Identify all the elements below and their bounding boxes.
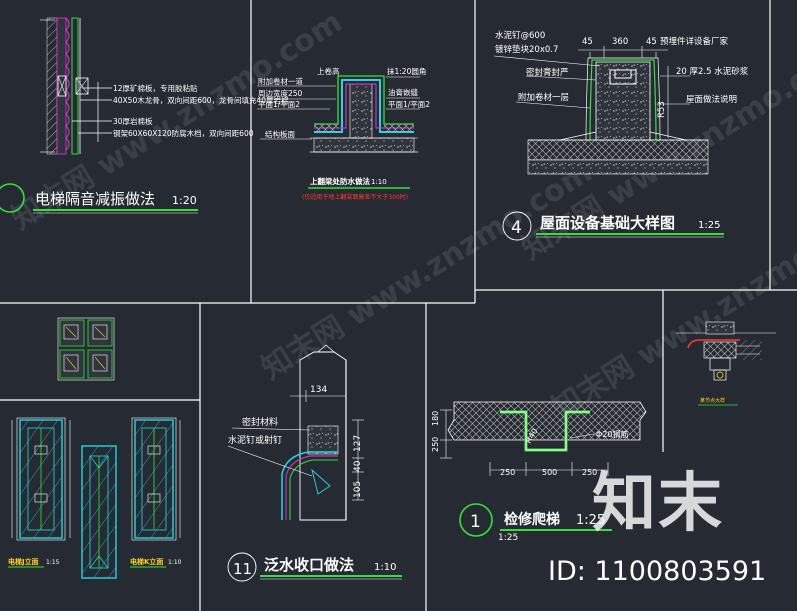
detail-note: (仅适用于地上翻梁面高差不大于300时) — [302, 193, 408, 201]
panel-upturned-beam-waterproofing: 上卷高 抹1:20圆角 附加卷材一道 周边宽度250 平面1/平面2 油膏嵌缝 … — [257, 66, 430, 201]
leader-lines — [493, 55, 690, 109]
dim-top: 134 — [310, 385, 327, 395]
detail-number-circle — [227, 552, 257, 582]
label-right-2: 平面1/平面2 — [388, 100, 430, 109]
detail-title: 检修爬梯 — [504, 511, 560, 528]
elevation-label-right: 电梯K立面 — [130, 557, 163, 566]
detail-scale: 1:25 — [576, 513, 605, 528]
label-top-1: 上卷高 — [317, 66, 340, 76]
label-bottom: 结构板面 — [265, 129, 295, 139]
detail-title: 屋面设备基础大样图 — [540, 214, 675, 232]
layer-label-2: 40X50木龙骨，双向间距600，龙骨间填充40厚岩棉 — [113, 95, 289, 105]
label-left-2: 周边宽度250 — [258, 88, 303, 98]
watermark-id: ID: 1100803591 — [548, 556, 767, 587]
watermark-text: 知末网 www.znzmo.com — [256, 155, 599, 387]
detail-scale: 1:10 — [371, 178, 387, 186]
elevation-scale-left: 1:15 — [46, 559, 60, 566]
detail-number-circle — [0, 183, 25, 213]
dim-bottom-3: 250 — [582, 468, 597, 477]
label-right-3: 屋面做法说明 — [686, 94, 737, 105]
panel-elevator-sound-insulation: 12厚矿棉板，专用胶粘贴 40X50木龙骨，双向间距600，龙骨间填充40厚岩棉… — [0, 17, 289, 214]
label-right-1: 预埋件详设备厂家 — [660, 36, 729, 47]
detail-title: 泛水收口做法 — [264, 556, 354, 574]
dim-vertical-2: 40 — [353, 460, 363, 472]
label-left-3: 密封膏封严 — [526, 67, 569, 78]
beam-section-graphic — [310, 75, 418, 153]
detail-number: 11 — [233, 560, 252, 578]
elevation-label-left: 电梯J立面 — [8, 557, 39, 566]
label-left-1: 附加卷材一道 — [258, 76, 303, 86]
detail-number: 4 — [511, 218, 522, 238]
panel-elevator-elevations: 电梯J立面 1:15 电梯K立面 1:10 — [8, 317, 182, 579]
layer-label-3: 30厚岩棉板 — [113, 116, 153, 126]
dim-360: 360 — [612, 37, 628, 47]
detail-scale-below: 1:25 — [498, 533, 518, 543]
detail-title: 电梯隔音减振做法 — [35, 190, 155, 208]
node-graphic — [676, 321, 776, 381]
dim-vertical-1: 180 — [431, 411, 440, 426]
detail-number-circle — [502, 211, 532, 241]
elevation-panel-middle — [81, 445, 117, 579]
label-left-3: 平面1/平面2 — [258, 100, 300, 109]
label-bar: Φ20钢筋 — [596, 429, 628, 439]
detail-title: 上翻梁处防水做法 — [310, 176, 370, 186]
panel-maintenance-ladder: 180 250 R40 Φ20钢筋 250 500 250 1 检修爬梯 1:2… — [431, 401, 647, 543]
label-left-4: 附加卷材一层 — [518, 92, 569, 103]
annotation-labels: 上卷高 抹1:20圆角 附加卷材一道 周边宽度250 平面1/平面2 油膏嵌缝 … — [258, 66, 430, 139]
slab-section-graphic — [440, 401, 647, 476]
leader-lines — [257, 76, 420, 140]
leader-lines — [227, 427, 313, 477]
layer-label-4: 钢架60X60X120防腐木档，双向间距600 — [113, 128, 254, 138]
detail-scale: 1:10 — [374, 562, 396, 573]
label-top-2: 抹1:20圆角 — [387, 66, 426, 76]
panel-flashing-termination: 134 密封材料 水泥钉或射钉 127 40 105 11 泛水收口做法 1:1… — [227, 344, 402, 582]
detail-scale: 1:25 — [698, 220, 720, 231]
leader-lines — [72, 82, 112, 142]
dim-vertical-2: 250 — [431, 437, 440, 452]
annotation-labels: 134 密封材料 水泥钉或射钉 127 40 105 — [228, 385, 363, 498]
elevation-scale-right: 1:10 — [168, 559, 182, 566]
panel-roof-equipment-foundation: 水泥钉@600 镀锌垫块20x0.7 密封膏封严 附加卷材一层 45 360 4… — [493, 30, 749, 241]
label-left-1: 水泥钉@600 — [495, 30, 545, 41]
elevation-panel-right — [131, 417, 181, 541]
dim-vertical-3: 105 — [353, 481, 363, 498]
annotation-labels: 12厚矿棉板，专用胶粘贴 40X50木龙骨，双向间距600，龙骨间填充40厚岩棉… — [113, 83, 289, 138]
foundation-section-graphic — [527, 46, 709, 175]
detail-number-circle — [459, 503, 493, 537]
label-left-2: 镀锌垫块20x0.7 — [495, 44, 558, 55]
label-nail: 水泥钉或射钉 — [228, 434, 282, 446]
dim-bottom-1: 250 — [500, 468, 515, 477]
watermark-logo: 知末 — [592, 467, 724, 541]
dim-vertical-1: 127 — [353, 435, 363, 452]
panel-small-node-detail: 某节点大样 — [676, 321, 776, 406]
plan-thumbnail-grid — [57, 317, 115, 381]
label-right-1: 油膏嵌缝 — [388, 87, 418, 97]
elevation-panel-left — [11, 417, 71, 541]
annotation-labels: 水泥钉@600 镀锌垫块20x0.7 密封膏封严 附加卷材一层 45 360 4… — [495, 30, 749, 118]
dim-vertical: R53 — [657, 101, 667, 118]
detail-number: 1 — [470, 512, 481, 532]
detail-scale: 1:20 — [172, 194, 197, 207]
wall-section-graphic — [40, 17, 89, 155]
label-sealant: 密封材料 — [242, 416, 278, 428]
label-right-2: 20 厚2.5 水泥砂浆 — [676, 66, 749, 77]
layer-label-1: 12厚矿棉板，专用胶粘贴 — [113, 83, 198, 93]
dim-bottom-2: 500 — [542, 468, 557, 477]
parapet-section-graphic — [281, 344, 364, 521]
dim-45-left: 45 — [582, 37, 593, 47]
detail-title: 某节点大样 — [700, 397, 725, 404]
dim-45-right: 45 — [646, 37, 657, 47]
